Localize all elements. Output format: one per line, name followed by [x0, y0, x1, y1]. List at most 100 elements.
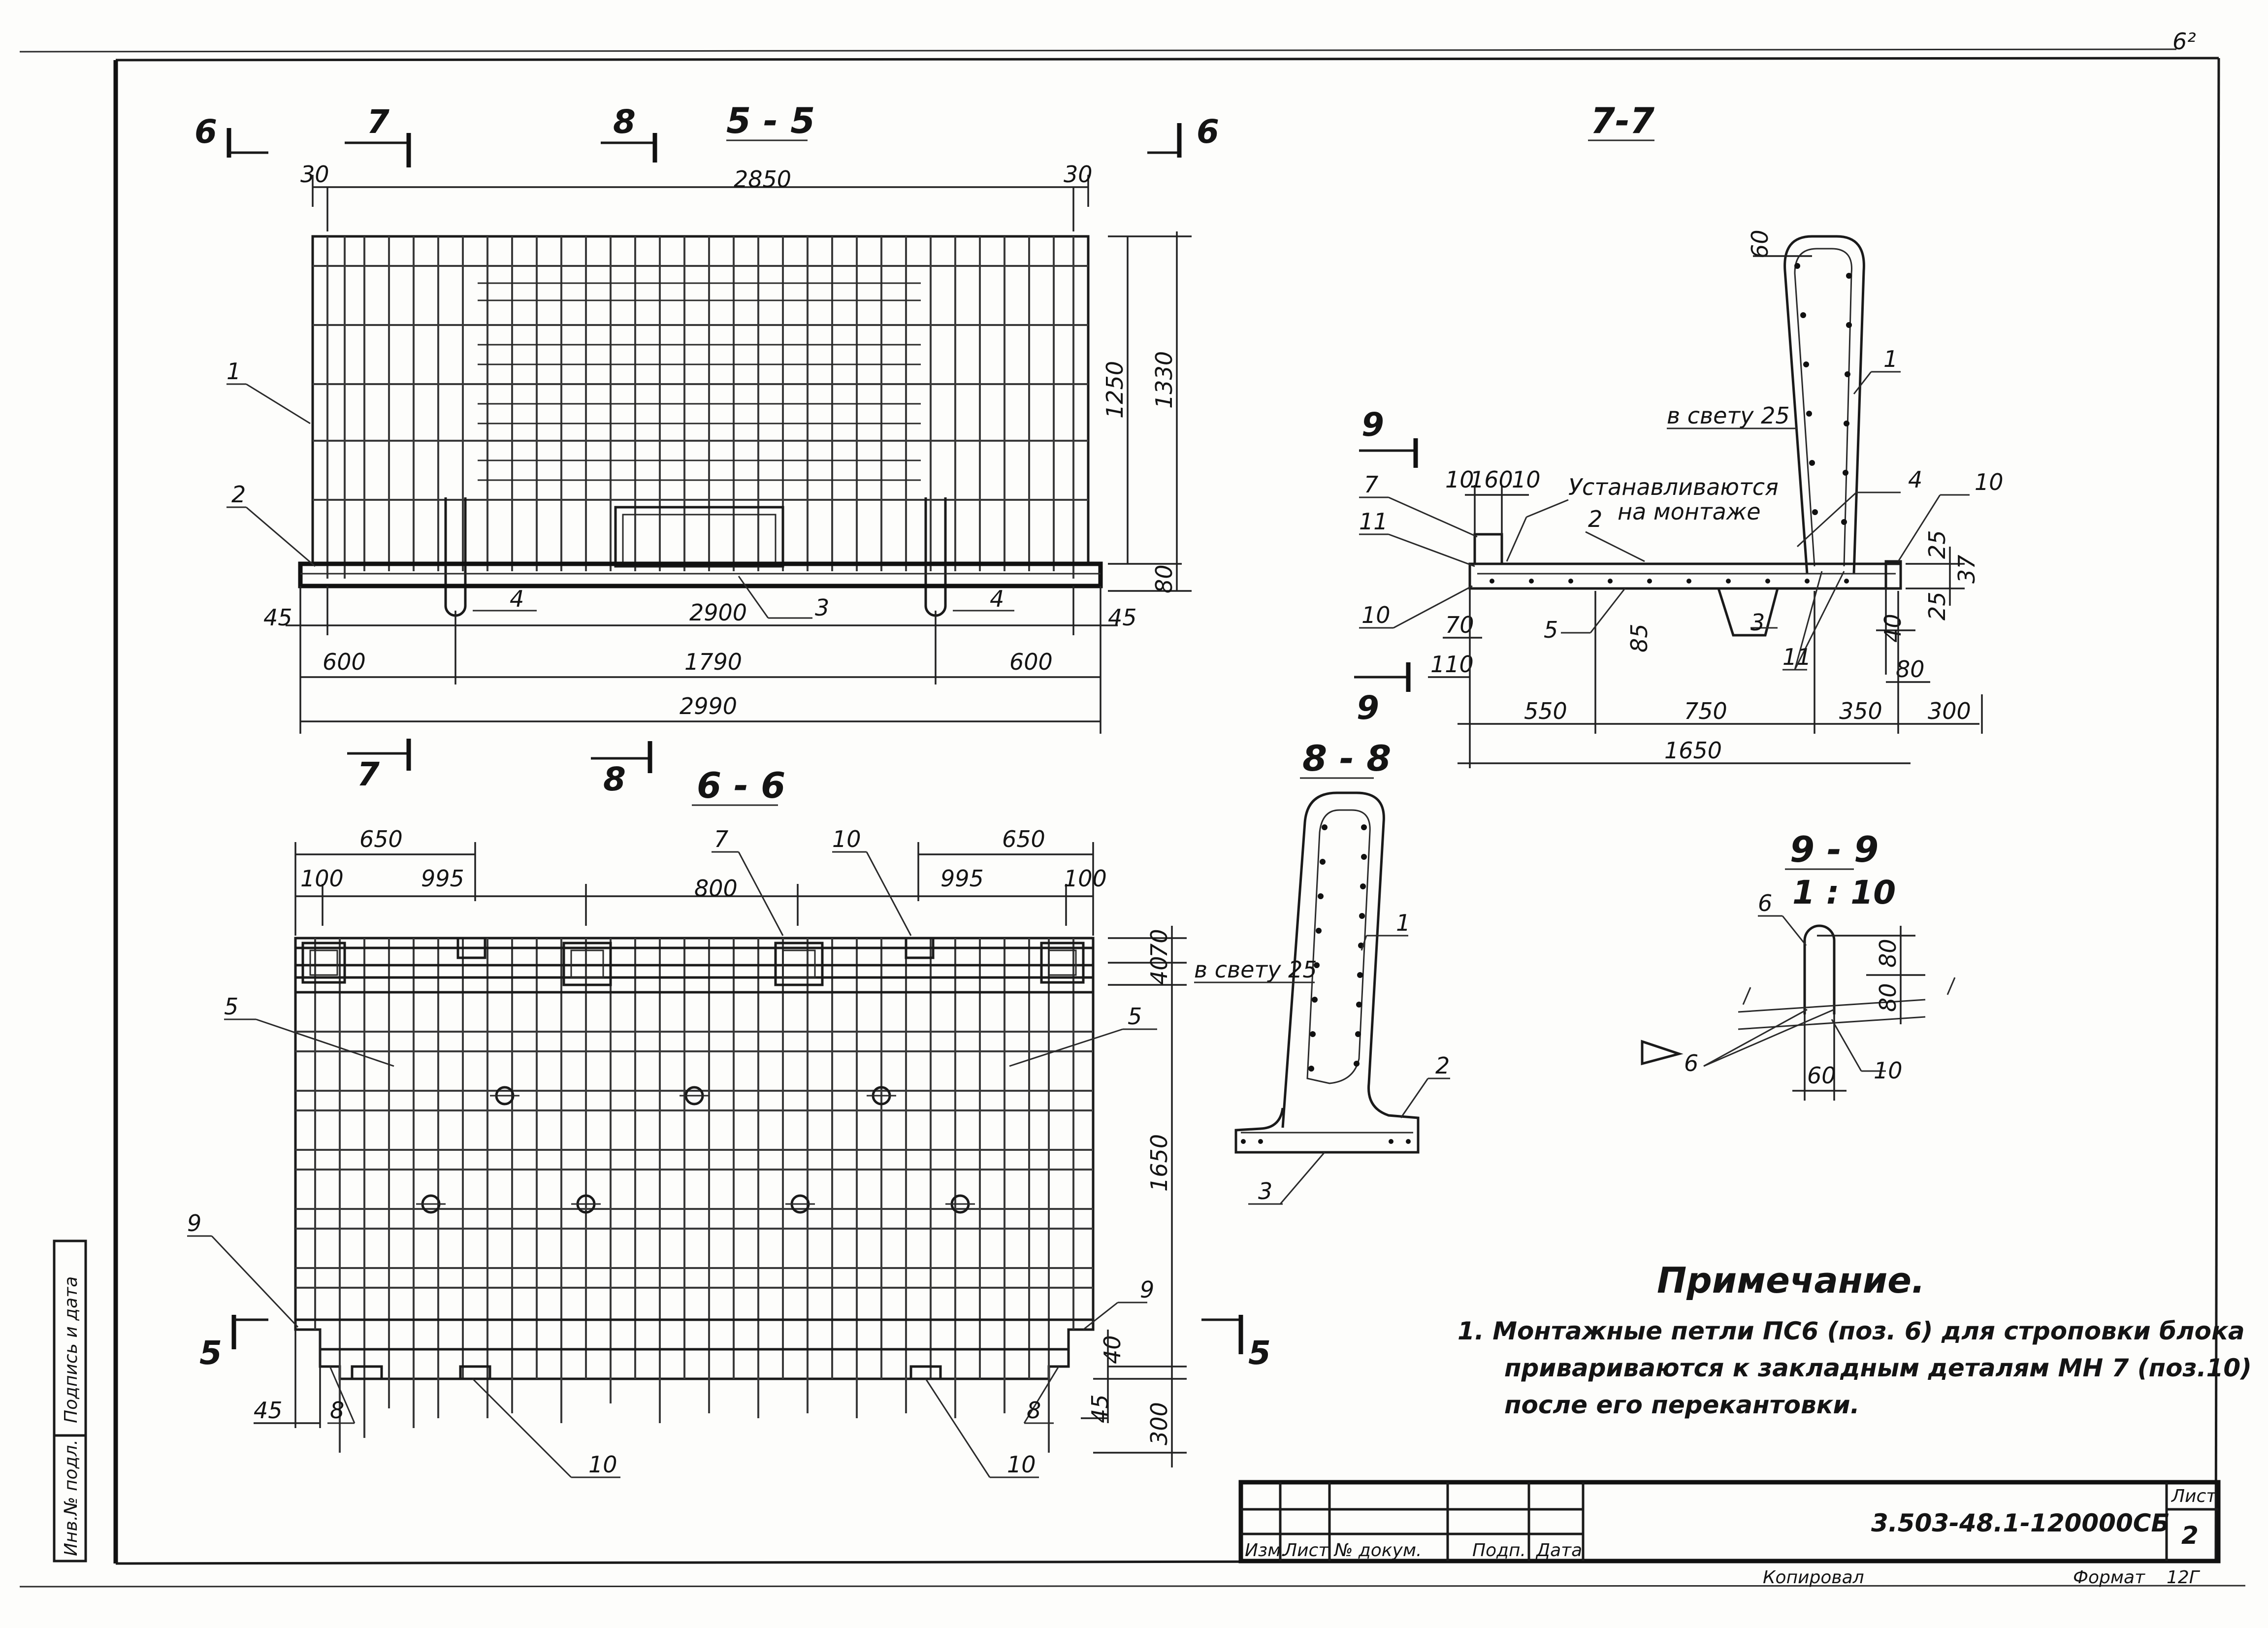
section-mark-5-left: 5 — [199, 1334, 222, 1372]
title-block: Изм. Лист № докум. Подп. Дата 3.503-48.1… — [1238, 1480, 2221, 1588]
section-mark-9-bottom: 9 — [1357, 689, 1379, 727]
sheet-number: 6² — [2172, 28, 2196, 55]
dim-800: 800 — [694, 875, 738, 902]
section-9-9-title: 9 - 9 — [1790, 829, 1879, 870]
clear-span-label-8-8: в свету 25 — [1194, 956, 1317, 983]
dim-1790: 1790 — [684, 649, 742, 675]
note-heading: Примечание. — [1657, 1260, 1925, 1301]
section-mark-7-bottom: 7 — [357, 755, 380, 793]
dim-85: 85 — [1626, 623, 1652, 652]
callout-10-top: 10 — [832, 826, 861, 852]
dim-995-right: 995 — [940, 865, 984, 892]
section-mark-8-top: 8 — [613, 103, 636, 141]
dim-600-left: 600 — [323, 649, 366, 675]
callout-2: 2 — [231, 481, 246, 508]
dim-37: 37 — [1953, 554, 1980, 584]
dim-45-right: 45 — [1108, 604, 1137, 631]
dim-25-top: 25 — [1924, 530, 1950, 559]
callout-2: 2 — [1588, 506, 1602, 532]
section-8-8-title: 8 - 8 — [1302, 738, 1391, 779]
callout-8-right: 8 — [1027, 1397, 1041, 1424]
clear-span-label-7-7: в свету 25 — [1667, 402, 1790, 429]
dim-10-right: 10 — [1512, 466, 1541, 493]
rib-bars-8-8 — [1241, 824, 1411, 1144]
lifting-holes — [416, 1086, 975, 1214]
dim-25-bottom: 25 — [1924, 591, 1950, 620]
rebar-mesh-6-6 — [295, 938, 1093, 1453]
dim-70: 70 — [1146, 929, 1172, 958]
sheet-frame — [19, 48, 2246, 1588]
dim-2850: 2850 — [734, 166, 791, 193]
side-stamp-sign: Подпись и дата — [61, 1276, 81, 1423]
note-block: Примечание. 1. Монтажные петли ПС6 (поз.… — [1458, 1260, 2252, 1419]
dim-110: 110 — [1430, 651, 1474, 678]
callout-11-top: 11 — [1359, 508, 1388, 535]
dim-30-right: 30 — [1064, 161, 1093, 188]
dim-1330: 1330 — [1151, 351, 1177, 409]
section-mark-9-top: 9 — [1361, 406, 1384, 444]
dim-650-right: 650 — [1002, 826, 1045, 852]
callout-4-right: 4 — [990, 586, 1004, 612]
callout-5: 5 — [1544, 617, 1558, 643]
section-7-7: 7-7 9 9 60 — [1354, 100, 2004, 768]
section-8-8: 8 - 8 в свету 25 1 2 3 — [1194, 738, 1450, 1205]
dim-650-left: 650 — [359, 826, 403, 852]
rebar-mesh-5-5 — [313, 236, 1088, 579]
dim-1650: 1650 — [1664, 737, 1722, 764]
callout-4: 4 — [1908, 466, 1922, 493]
section-5-5-title: 5 - 5 — [726, 100, 815, 141]
dim-2990: 2990 — [680, 693, 737, 719]
sheet-num: 2 — [2181, 1521, 2199, 1550]
callout-2: 2 — [1435, 1052, 1450, 1079]
dim-45-left: 45 — [254, 1397, 283, 1424]
dim-80: 80 — [1151, 564, 1177, 593]
dim-80: 80 — [1896, 656, 1925, 683]
dim-40-top: 40 — [1146, 956, 1172, 985]
section-mark-6-left: 6 — [194, 113, 217, 151]
callout-7: 7 — [1364, 471, 1378, 498]
dim-995-left: 995 — [421, 865, 464, 892]
callout-1: 1 — [227, 358, 241, 385]
section-9-9: 9 - 9 1 : 10 80 80 60 6 6 10 — [1641, 829, 1956, 1101]
col-izm: Изм. — [1245, 1540, 1287, 1561]
col-date: Дата — [1535, 1540, 1582, 1561]
note-line-3: после его перекантовки. — [1504, 1391, 1860, 1419]
callout-5-right: 5 — [1128, 1003, 1142, 1030]
slab-bars-7-7 — [1490, 579, 1849, 584]
dim-550: 550 — [1524, 698, 1567, 724]
callout-6-top: 6 — [1758, 890, 1772, 916]
callout-6-weld: 6 — [1684, 1050, 1698, 1076]
dim-100-left: 100 — [300, 865, 344, 892]
format-value: 12Г — [2167, 1567, 2201, 1588]
dim-45-left: 45 — [263, 604, 292, 631]
note-line-1: 1. Монтажные петли ПС6 (поз. 6) для стро… — [1458, 1317, 2245, 1345]
side-stamp: Подпись и дата Инв.№ подл. — [53, 1239, 87, 1563]
callout-10-left: 10 — [1361, 602, 1391, 628]
callout-10-bottom-right: 10 — [1007, 1451, 1036, 1478]
section-mark-8-bottom: 8 — [603, 760, 626, 798]
section-mark-6-right: 6 — [1197, 113, 1219, 151]
callout-9-right: 9 — [1140, 1276, 1154, 1303]
section-7-7-title: 7-7 — [1590, 100, 1654, 141]
install-label-line2: на монтаже — [1618, 498, 1761, 525]
side-stamp-inv: Инв.№ подл. — [61, 1439, 81, 1556]
rib-bars-7-7 — [1794, 263, 1852, 525]
sheet-label: Лист — [2171, 1486, 2217, 1506]
callout-8-left: 8 — [330, 1397, 344, 1424]
callout-10: 10 — [1874, 1057, 1903, 1084]
dim-1650: 1650 — [1146, 1134, 1172, 1192]
note-line-2: привариваются к закладным деталям МН 7 (… — [1504, 1354, 2252, 1382]
callout-5-left: 5 — [224, 993, 238, 1020]
callout-10-right: 10 — [1975, 469, 2004, 495]
callout-3: 3 — [815, 594, 829, 621]
dim-10-left: 10 — [1445, 466, 1474, 493]
document-code: 3.503-48.1-120000СБ — [1871, 1509, 2170, 1537]
dim-2900: 2900 — [689, 599, 747, 626]
dim-40-bottom: 40 — [1099, 1335, 1126, 1364]
dim-60: 60 — [1747, 229, 1773, 259]
callout-1: 1 — [1883, 346, 1898, 372]
callout-9-left: 9 — [187, 1210, 201, 1237]
callout-4-left: 4 — [510, 586, 524, 612]
section-5-5: 5 - 5 6 7 8 6 7 8 30 2850 30 — [194, 100, 1219, 798]
